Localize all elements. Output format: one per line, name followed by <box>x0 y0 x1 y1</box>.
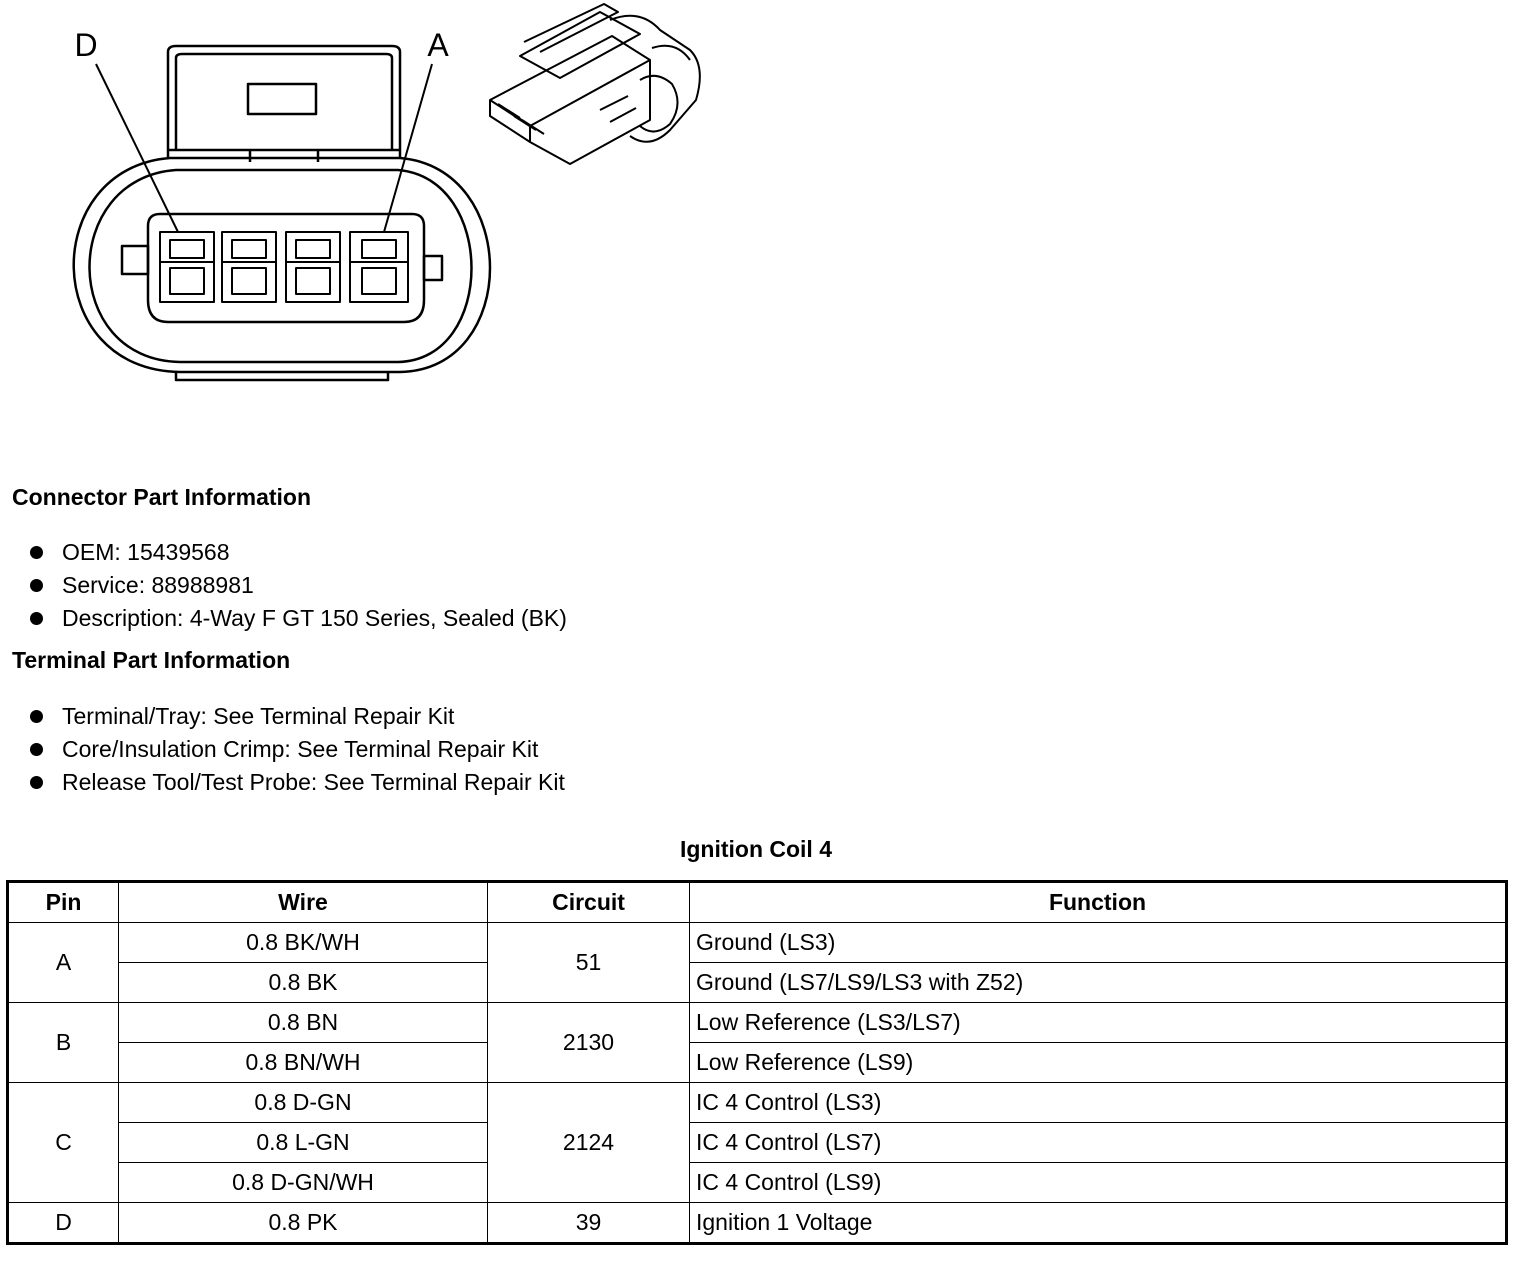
pin-cell: A <box>7 922 119 1003</box>
bullet-icon <box>30 743 43 756</box>
table-row: C 0.8 D-GN 2124 IC 4 Control (LS3) <box>7 1082 1507 1203</box>
circuit-cell: 51 <box>487 922 690 1003</box>
wire-cell: 0.8 BK <box>118 962 488 1003</box>
connector-isometric-view <box>489 3 701 165</box>
function-cell: Low Reference (LS9) <box>689 1042 1507 1083</box>
bullet-icon <box>30 776 43 789</box>
function-cell: IC 4 Control (LS7) <box>689 1122 1507 1163</box>
cavity-b <box>285 231 341 303</box>
header-function: Function <box>689 881 1507 923</box>
circuit-cell: 39 <box>487 1202 690 1244</box>
pinout-table: Pin Wire Circuit Function A 0.8 BK/WH 51… <box>6 880 1508 1245</box>
wire-cell: 0.8 D-GN/WH <box>118 1162 488 1203</box>
pin-label-d: D <box>74 27 97 63</box>
circuit-cell: 2124 <box>487 1082 690 1203</box>
connector-latch <box>166 44 402 162</box>
list-item: Core/Insulation Crimp: See Terminal Repa… <box>0 733 565 766</box>
connector-info-list: OEM: 15439568 Service: 88988981 Descript… <box>0 536 567 635</box>
circuit-cell: 2130 <box>487 1002 690 1083</box>
table-row: B 0.8 BN 2130 Low Reference (LS3/LS7) <box>7 1002 1507 1083</box>
connector-face <box>72 156 492 382</box>
table-row: D 0.8 PK 39 Ignition 1 Voltage <box>7 1202 1507 1244</box>
connector-info-title: Connector Part Information <box>12 484 312 510</box>
header-circuit: Circuit <box>487 881 690 923</box>
wire-cell: 0.8 BK/WH <box>118 922 488 963</box>
wire-cell: 0.8 BN/WH <box>118 1042 488 1083</box>
cavity-c <box>221 231 277 303</box>
function-cell: Ground (LS7/LS9/LS3 with Z52) <box>689 962 1507 1003</box>
wire-cell: 0.8 BN <box>118 1002 488 1043</box>
table-row: 0.8 D-GN/WH IC 4 Control (LS9) <box>8 1162 1507 1203</box>
connector-illustration: D A <box>72 3 701 382</box>
function-cell: Ignition 1 Voltage <box>689 1202 1507 1244</box>
header-pin: Pin <box>7 881 119 923</box>
pin-cell: D <box>7 1202 119 1244</box>
function-cell: IC 4 Control (LS3) <box>689 1082 1507 1123</box>
function-cell: Ground (LS3) <box>689 922 1507 963</box>
function-cell: IC 4 Control (LS9) <box>689 1162 1507 1203</box>
leader-line-d <box>95 63 179 233</box>
terminal-info-title: Terminal Part Information <box>12 647 291 673</box>
table-row: 0.8 BN/WH Low Reference (LS9) <box>8 1042 1507 1083</box>
leader-line-a <box>383 63 433 233</box>
table-row: 0.8 BK Ground (LS7/LS9/LS3 with Z52) <box>8 962 1507 1003</box>
list-item: Description: 4-Way F GT 150 Series, Seal… <box>0 602 567 635</box>
wire-cell: 0.8 PK <box>118 1202 488 1244</box>
bullet-icon <box>30 612 43 625</box>
list-item: Service: 88988981 <box>0 569 567 602</box>
list-item: OEM: 15439568 <box>0 536 567 569</box>
pin-cell: C <box>7 1082 119 1203</box>
function-cell: Low Reference (LS3/LS7) <box>689 1002 1507 1043</box>
cavity-a <box>349 231 409 303</box>
table-row: A 0.8 BK/WH 51 Ground (LS3) <box>7 922 1507 1003</box>
list-item: Terminal/Tray: See Terminal Repair Kit <box>0 700 565 733</box>
table-row: 0.8 L-GN IC 4 Control (LS7) <box>8 1122 1507 1163</box>
bullet-icon <box>30 710 43 723</box>
table-title: Ignition Coil 4 <box>679 836 833 862</box>
header-wire: Wire <box>118 881 488 923</box>
table-header-row: Pin Wire Circuit Function <box>7 881 1507 923</box>
bullet-icon <box>30 546 43 559</box>
list-item: Release Tool/Test Probe: See Terminal Re… <box>0 766 565 799</box>
terminal-cavities <box>159 231 409 303</box>
pin-label-a: A <box>427 27 449 63</box>
cavity-d <box>159 231 215 303</box>
pin-cell: B <box>7 1002 119 1083</box>
bullet-icon <box>30 579 43 592</box>
wire-cell: 0.8 L-GN <box>118 1122 488 1163</box>
terminal-info-list: Terminal/Tray: See Terminal Repair Kit C… <box>0 700 565 799</box>
wire-cell: 0.8 D-GN <box>118 1082 488 1123</box>
